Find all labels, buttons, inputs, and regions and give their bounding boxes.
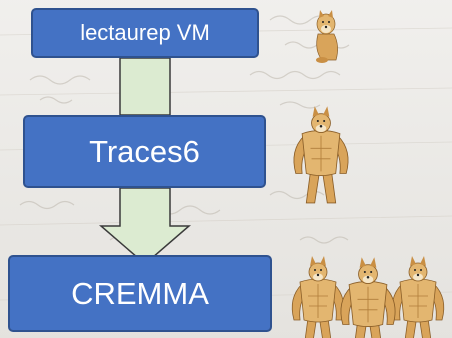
edge-traces-to-cremma bbox=[98, 187, 192, 265]
buff-doge-icon bbox=[340, 256, 396, 338]
node-traces6: Traces6 bbox=[23, 115, 266, 188]
cheems-doge-icon bbox=[316, 10, 338, 63]
node-lectaurep-vm: lectaurep VM bbox=[31, 8, 259, 58]
buff-doge-icon bbox=[291, 255, 345, 338]
buff-doge-icon bbox=[293, 105, 349, 204]
node-cremma: CREMMA bbox=[8, 255, 272, 332]
buff-doge-icon bbox=[391, 255, 445, 338]
